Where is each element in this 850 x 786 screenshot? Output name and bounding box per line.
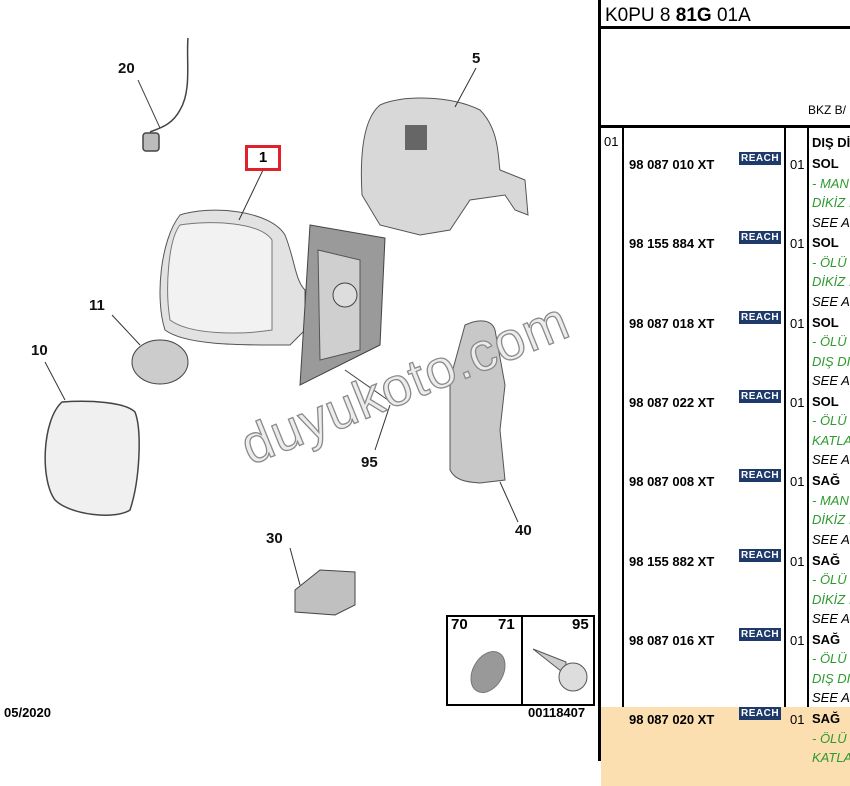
- reach-badge: REACH: [739, 231, 782, 245]
- bkz-note: BKZ B/: [808, 103, 847, 117]
- quantity: 01: [790, 236, 805, 252]
- quantity: 01: [790, 474, 805, 490]
- callout-30[interactable]: 30: [266, 530, 283, 547]
- diagram-date: 05/2020: [4, 705, 51, 720]
- part-95-screw: [344, 369, 396, 451]
- reach-badge: REACH: [739, 707, 782, 721]
- group-number: 01: [604, 134, 619, 149]
- reach-badge: REACH: [739, 389, 782, 403]
- callout-40[interactable]: 40: [515, 522, 532, 539]
- callout-5[interactable]: 5: [472, 50, 481, 67]
- quantity: 01: [790, 157, 805, 172]
- callout-10[interactable]: 10: [31, 342, 48, 359]
- part-number[interactable]: 98 155 884 XT: [629, 236, 715, 252]
- group-title: DIŞ Dİ: [812, 135, 850, 150]
- reach-badge: REACH: [739, 152, 782, 165]
- screw-icon: [532, 648, 588, 692]
- part-40-lower-cover: [449, 320, 519, 523]
- panel-title: K0PU 8 81G 01A: [601, 0, 850, 29]
- parts-list-panel: K0PU 8 81G 01A BKZ B/ 01 DIŞ Dİ 98 087 0…: [598, 0, 850, 786]
- callout-20[interactable]: 20: [118, 60, 135, 77]
- part-number[interactable]: 98 155 882 XT: [629, 553, 715, 569]
- reach-badge: REACH: [739, 469, 782, 483]
- part-11-adjust-motor: [111, 314, 189, 385]
- quantity: 01: [790, 315, 805, 331]
- clip-icon: [470, 651, 506, 693]
- quantity: 01: [790, 553, 805, 569]
- part-number[interactable]: 98 087 016 XT: [629, 632, 715, 648]
- quantity: 01: [790, 632, 805, 648]
- inset-label-71[interactable]: 71: [498, 616, 515, 633]
- part-number[interactable]: 98 087 010 XT: [629, 157, 715, 172]
- inset-label-95[interactable]: 95: [572, 616, 589, 633]
- quantity: 01: [790, 394, 805, 410]
- part-1-mirror-assembly: [159, 169, 386, 386]
- part-10-mirror-glass: [44, 361, 140, 516]
- quantity: 01: [790, 712, 805, 728]
- reach-badge: REACH: [739, 310, 782, 324]
- inset-label-70[interactable]: 70: [451, 616, 468, 633]
- part-30-switch: [289, 547, 356, 616]
- exploded-view-drawing: [44, 37, 529, 616]
- callout-11[interactable]: 11: [89, 297, 105, 314]
- reach-badge: REACH: [739, 548, 782, 562]
- callout-1-highlighted[interactable]: 1: [245, 145, 281, 171]
- diagram-reference: 00118407: [528, 705, 586, 720]
- fasteners-inset: 70 71 95: [446, 615, 595, 706]
- part-number[interactable]: 98 087 020 XT: [629, 712, 715, 728]
- parts-diagram: duyukoto.com 20 5 1 11 10 95 40 30 70 71…: [4, 37, 595, 720]
- callout-95[interactable]: 95: [361, 454, 378, 471]
- part-20-wiring: [137, 37, 189, 152]
- reach-badge: REACH: [739, 627, 782, 641]
- part-5-mirror-cover: [360, 67, 529, 236]
- part-number[interactable]: 98 087 008 XT: [629, 474, 715, 490]
- part-number[interactable]: 98 087 022 XT: [629, 394, 715, 410]
- part-number[interactable]: 98 087 018 XT: [629, 315, 715, 331]
